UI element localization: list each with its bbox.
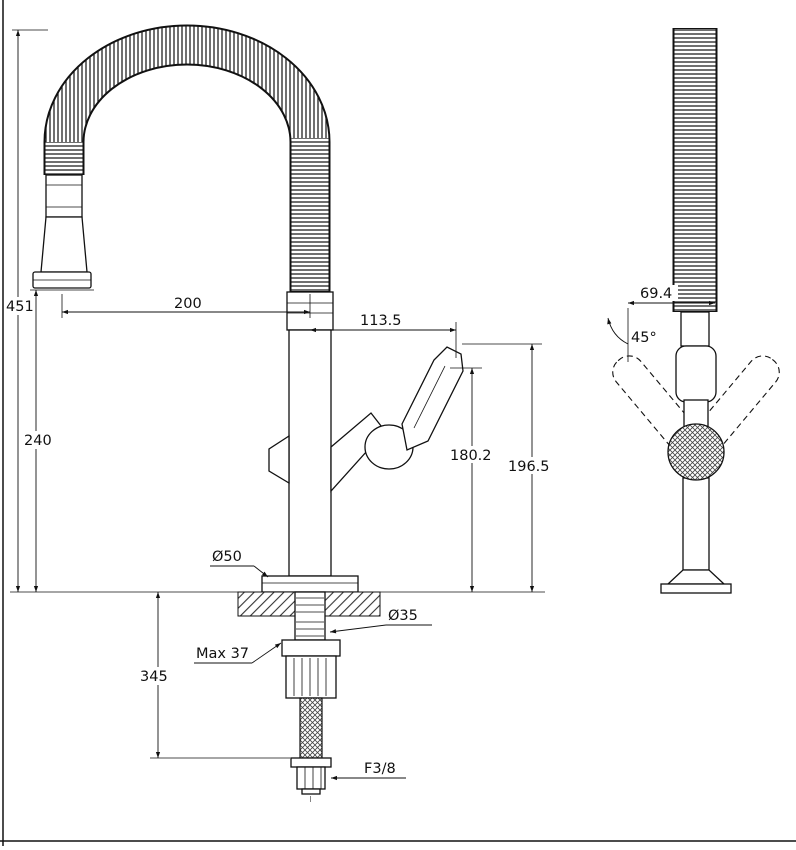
dim-max-counter-label: Max 37 [196, 646, 249, 662]
spray-head [32, 174, 92, 289]
dim-spout-reach: 200 [61, 294, 311, 318]
under-counter-parts [281, 591, 341, 795]
handle-swing-left [612, 355, 703, 457]
hose-connector [290, 757, 332, 795]
dim-shank-diameter-label: Ø35 [388, 608, 418, 624]
dim-depth-label: 69.4 [640, 286, 672, 302]
dim-base-diameter: Ø50 [210, 549, 269, 578]
dim-overall-height-label: 451 [6, 299, 34, 315]
counter-hatch-right [324, 591, 381, 617]
dim-max-counter-thickness: Max 37 [194, 642, 282, 664]
counter-hatch-left [237, 591, 296, 617]
handle-lever-front [268, 346, 464, 493]
dim-spout-height: 240 [20, 289, 94, 592]
dim-shank-diameter: Ø35 [329, 608, 432, 634]
dim-handle-reach-label: 113.5 [360, 313, 402, 329]
dim-handle-tip-height: 196.5 [360, 343, 556, 593]
handle-side [675, 345, 717, 403]
dim-handle-height-label: 180.2 [450, 448, 492, 464]
faucet-body-front [286, 291, 334, 577]
dim-base-diameter-label: Ø50 [212, 549, 242, 565]
faucet-body-side [612, 311, 780, 594]
dim-hose-length-label: 345 [140, 669, 168, 685]
dim-handle-height: 180.2 [446, 367, 496, 592]
valve-ball [667, 423, 725, 481]
dim-spout-height-label: 240 [24, 433, 52, 449]
angle-annotation: 45° [607, 317, 657, 346]
base-plate-side [660, 583, 732, 594]
dim-handle-reach: 113.5 [310, 311, 457, 358]
base-and-counter [237, 575, 381, 617]
dim-connector-thread-label: F3/8 [364, 761, 396, 777]
front-view: 451 240 200 113.5 180.2 [2, 24, 556, 802]
mounting-nut [281, 639, 341, 699]
side-view: 69.4 45° [607, 28, 780, 594]
dim-overall-height: 451 [2, 29, 262, 593]
handle-swing-right [689, 355, 780, 457]
dim-handle-tip-height-label: 196.5 [508, 459, 550, 475]
dim-hose-length: 345 [136, 592, 290, 759]
spring-coil-front [43, 24, 331, 292]
dim-depth: 69.4 [627, 285, 715, 362]
threaded-shank [294, 591, 326, 641]
braided-hose [299, 697, 323, 759]
base-flare-side [666, 569, 726, 585]
dim-spout-reach-label: 200 [174, 296, 202, 312]
dim-connector-thread: F3/8 [331, 761, 406, 781]
angle-label: 45° [631, 330, 657, 346]
